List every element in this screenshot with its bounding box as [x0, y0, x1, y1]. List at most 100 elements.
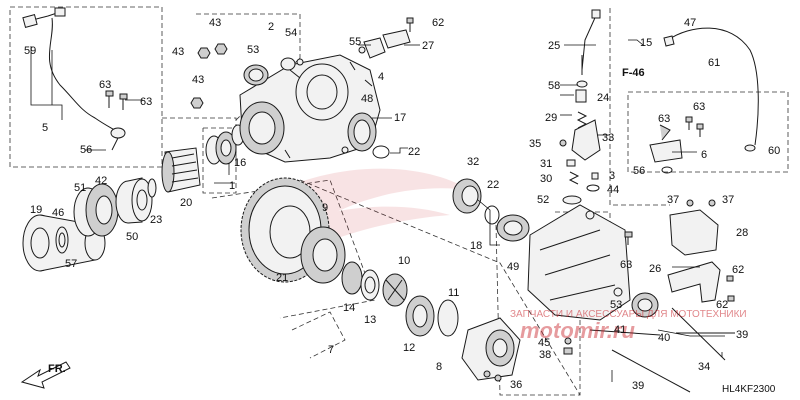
o-ring-22-mid — [484, 205, 500, 225]
bearing-16 — [205, 124, 245, 165]
frame-sensor-group — [9, 6, 163, 168]
callout-25: 25 — [548, 40, 560, 52]
callout-44: 44 — [607, 184, 619, 196]
bracket-27 — [382, 29, 411, 49]
o-ring-22-top — [372, 145, 390, 159]
callout-40: 40 — [658, 332, 670, 344]
callout-63c: 63 — [693, 101, 705, 113]
callout-38: 38 — [539, 349, 551, 361]
callout-45: 45 — [538, 337, 550, 349]
callout-63d: 63 — [658, 113, 670, 125]
callout-28: 28 — [736, 227, 748, 239]
front-arrow-icon: FR. — [20, 361, 71, 389]
bolt-40 — [589, 329, 661, 336]
callout-63a: 63 — [99, 79, 111, 91]
callout-13: 13 — [364, 314, 376, 326]
callout-43a: 43 — [209, 17, 221, 29]
callout-35: 35 — [529, 138, 541, 150]
callout-22b: 22 — [487, 179, 499, 191]
frame-cable-15 — [609, 8, 670, 206]
callout-37b: 37 — [722, 194, 734, 206]
washer-13 — [360, 269, 380, 301]
callout-12: 12 — [403, 342, 415, 354]
cover-8 — [461, 317, 521, 381]
bolt-63-b — [119, 93, 128, 110]
watermark-line1: ЗАПЧАСТИ И АКСЕССУАРЫ ДЛЯ МОТОТЕХНИКИ — [510, 309, 747, 320]
callout-26: 26 — [649, 263, 661, 275]
callout-52: 52 — [537, 194, 549, 206]
plate-11 — [437, 299, 459, 337]
cover-28 — [669, 209, 719, 256]
callout-36: 36 — [510, 379, 522, 391]
callout-22a: 22 — [408, 146, 420, 158]
callout-15: 15 — [640, 37, 652, 49]
seal-53-lower — [631, 292, 659, 318]
callout-43c: 43 — [192, 74, 204, 86]
callout-49: 49 — [507, 261, 519, 273]
callout-56a: 56 — [80, 144, 92, 156]
pinion-gear-20 — [161, 147, 201, 193]
callout-24: 24 — [597, 92, 609, 104]
callout-63e: 63 — [620, 259, 632, 271]
callout-32: 32 — [467, 156, 479, 168]
callout-9: 9 — [322, 202, 328, 214]
ring-23 — [147, 178, 157, 198]
callout-42: 42 — [95, 175, 107, 187]
callout-1: 1 — [229, 180, 235, 192]
frame-diff-line — [299, 179, 581, 396]
nut-43-c — [190, 97, 204, 109]
callout-47: 47 — [684, 17, 696, 29]
callout-57: 57 — [65, 258, 77, 270]
bolt-37 — [686, 199, 716, 207]
spring-30 — [568, 171, 580, 185]
callout-62b: 62 — [732, 264, 744, 276]
callout-19: 19 — [30, 204, 42, 216]
bolt-62-bracket — [726, 275, 735, 302]
cable-end-60 — [744, 144, 756, 152]
seal-48 — [347, 112, 377, 152]
callout-29: 29 — [545, 112, 557, 124]
callout-58: 58 — [548, 80, 560, 92]
callout-56b: 56 — [633, 165, 645, 177]
ring-54 — [280, 57, 296, 71]
bolt-63-case — [624, 231, 633, 245]
callout-41: 41 — [614, 324, 626, 336]
frame-assembly-7 — [291, 311, 346, 359]
callout-numbers: 1 2 3 4 5 6 7 8 9 10 11 12 13 14 15 16 1… — [24, 17, 780, 392]
sensor-harness-59 — [22, 7, 126, 151]
bracket-26 — [667, 261, 721, 303]
frame-switch-group — [627, 91, 789, 173]
gear-case-18 — [496, 204, 631, 321]
callout-39a: 39 — [736, 329, 748, 341]
frame-case-18 — [495, 224, 581, 396]
callout-5: 5 — [42, 122, 48, 134]
front-label: FR. — [48, 363, 66, 375]
bolt-34 — [671, 307, 726, 361]
callout-34: 34 — [698, 361, 710, 373]
callout-61: 61 — [708, 57, 720, 69]
bearing-51-42 — [73, 183, 119, 237]
spacer-50 — [115, 177, 153, 224]
leader-lines — [30, 39, 725, 382]
shift-rod-25 — [581, 9, 601, 75]
callout-4: 4 — [378, 71, 384, 83]
callout-55: 55 — [349, 36, 361, 48]
callout-21: 21 — [276, 272, 288, 284]
callout-53a: 53 — [247, 44, 259, 56]
callout-37a: 37 — [667, 194, 679, 206]
callout-30: 30 — [540, 173, 552, 185]
callout-27: 27 — [422, 40, 434, 52]
o-ring-56 — [661, 166, 673, 174]
callout-48: 48 — [361, 93, 373, 105]
shim-14 — [341, 261, 363, 295]
bolt-62-top — [406, 17, 414, 32]
nut-43-a — [214, 43, 228, 55]
bolt-36 — [483, 370, 502, 382]
clutch-12 — [405, 295, 435, 337]
washer-46 — [55, 226, 69, 254]
callout-16: 16 — [234, 157, 246, 169]
callout-18: 18 — [470, 240, 482, 252]
switch-6 — [649, 124, 683, 163]
